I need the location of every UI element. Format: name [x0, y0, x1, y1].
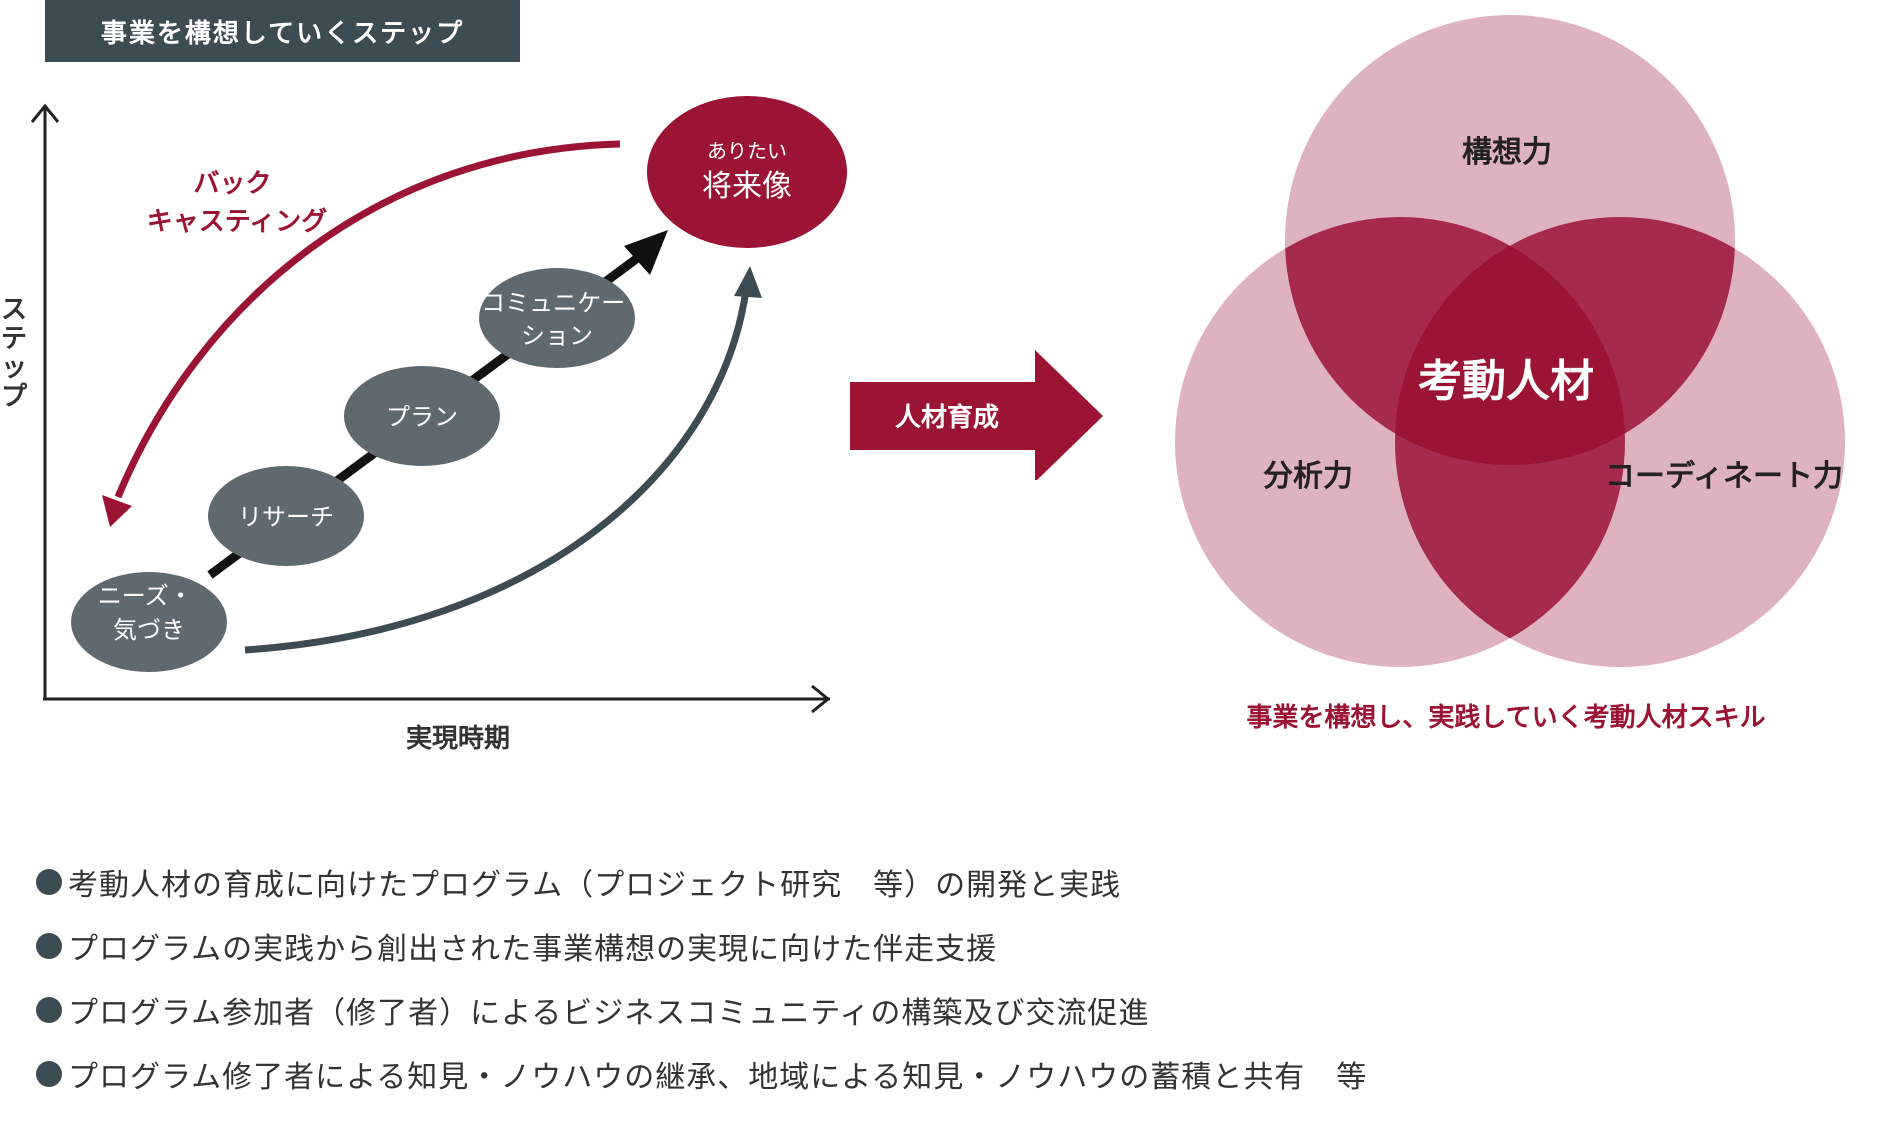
bullet-dot-icon	[36, 997, 62, 1023]
list-item-text: プログラムの実践から創出された事業構想の実現に向けた伴走支援	[68, 932, 998, 967]
list-item: プログラム修了者による知見・ノウハウの継承、地域による知見・ノウハウの蓄積と共有…	[36, 1042, 1367, 1106]
steps-title: 事業を構想していくステップ	[45, 0, 520, 62]
svg-text:プラン: プラン	[386, 403, 458, 431]
venn-label-right: コーディネート力	[1605, 459, 1843, 494]
bullet-dot-icon	[36, 933, 62, 959]
step-needs: ニーズ・ 気づき	[71, 572, 227, 672]
venn-diagram: 構想力 分析力 コーディネート力 考動人材 事業を構想し、実践していく考動人材ス…	[1175, 15, 1845, 733]
svg-text:コミュニケー ション: コミュニケー ション	[481, 289, 633, 350]
list-item: プログラムの実践から創出された事業構想の実現に向けた伴走支援	[36, 914, 1367, 978]
backcasting-label: バック キャスティング	[147, 169, 327, 237]
y-axis-label-char: テ	[1, 324, 27, 354]
y-axis-label-char: プ	[1, 382, 28, 412]
list-item: プログラム参加者（修了者）によるビジネスコミュニティの構築及び交流促進	[36, 978, 1367, 1042]
list-item-text: 考動人材の育成に向けたプログラム（プロジェクト研究 等）の開発と実践	[68, 868, 1122, 903]
backcasting-arrow	[114, 140, 621, 499]
forward-arrowhead	[734, 266, 762, 298]
svg-text:ニーズ・ 気づき: ニーズ・ 気づき	[98, 582, 200, 644]
backcasting-arrowhead	[102, 495, 132, 527]
bullet-dot-icon	[36, 1061, 62, 1087]
venn-label-top: 構想力	[1462, 135, 1552, 170]
x-axis	[43, 684, 831, 714]
venn-label-left: 分析力	[1263, 459, 1353, 494]
list-item-text: プログラム修了者による知見・ノウハウの継承、地域による知見・ノウハウの蓄積と共有…	[68, 1060, 1368, 1095]
svg-text:ありたい: ありたい	[707, 139, 787, 163]
y-axis-label-char: ッ	[1, 353, 27, 383]
venn-label-center: 考動人材	[1418, 356, 1594, 407]
venn-caption: 事業を構想し、実践していく考動人材スキル	[1246, 702, 1765, 733]
y-axis-label-char: ス	[1, 295, 27, 325]
forward-arrow	[244, 289, 750, 654]
list-item: 考動人材の育成に向けたプログラム（プロジェクト研究 等）の開発と実践	[36, 850, 1367, 914]
step-plan: プラン	[344, 366, 500, 466]
svg-text:将来像: 将来像	[702, 169, 792, 204]
list-item-text: プログラム参加者（修了者）によるビジネスコミュニティの構築及び交流促進	[68, 996, 1150, 1031]
svg-text:リサーチ: リサーチ	[238, 503, 334, 531]
goal-future-vision: ありたい 将来像	[647, 96, 847, 248]
step-arrowhead	[624, 230, 668, 275]
steps-diagram: 実現時期 ステップ バック キャスティング ニーズ・ 気づき リサーチ プラン …	[1, 96, 847, 754]
transition-arrow: 人材育成	[850, 350, 1103, 480]
bullet-dot-icon	[36, 869, 62, 895]
step-communication: コミュニケー ション	[479, 268, 635, 368]
y-axis-label: ステップ	[1, 295, 28, 412]
y-axis	[30, 103, 60, 700]
transition-label: 人材育成	[895, 402, 999, 433]
bullet-list: 考動人材の育成に向けたプログラム（プロジェクト研究 等）の開発と実践 プログラム…	[36, 850, 1367, 1106]
x-axis-label: 実現時期	[406, 723, 510, 754]
step-research: リサーチ	[208, 466, 364, 566]
